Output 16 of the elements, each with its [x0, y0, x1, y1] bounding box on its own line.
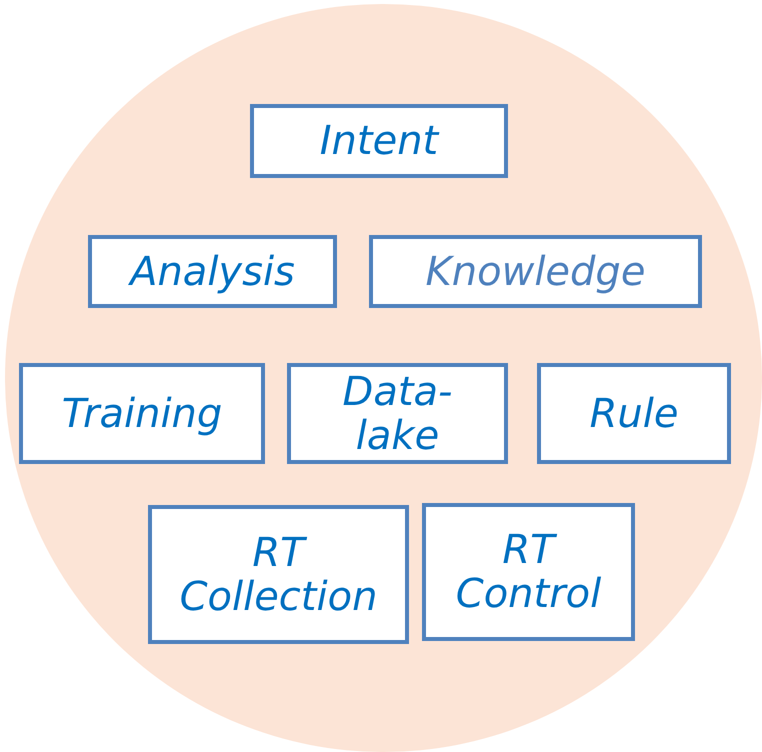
box-label: Training — [62, 392, 222, 436]
box-label: RT Control — [454, 528, 602, 616]
box-label: Analysis — [130, 250, 295, 294]
text-box — [88, 235, 337, 308]
text-box — [537, 363, 731, 464]
box-label: Intent — [320, 119, 438, 163]
text-box — [422, 503, 635, 641]
box-label: Data-lake — [342, 370, 454, 458]
box-label: Rule — [590, 392, 678, 436]
text-box — [287, 363, 508, 464]
text-box — [250, 104, 508, 178]
box-label: Knowledge — [426, 250, 646, 294]
text-box — [148, 505, 409, 644]
text-box — [369, 235, 702, 308]
box-label: RT Collection — [178, 530, 378, 618]
text-box — [19, 363, 265, 464]
